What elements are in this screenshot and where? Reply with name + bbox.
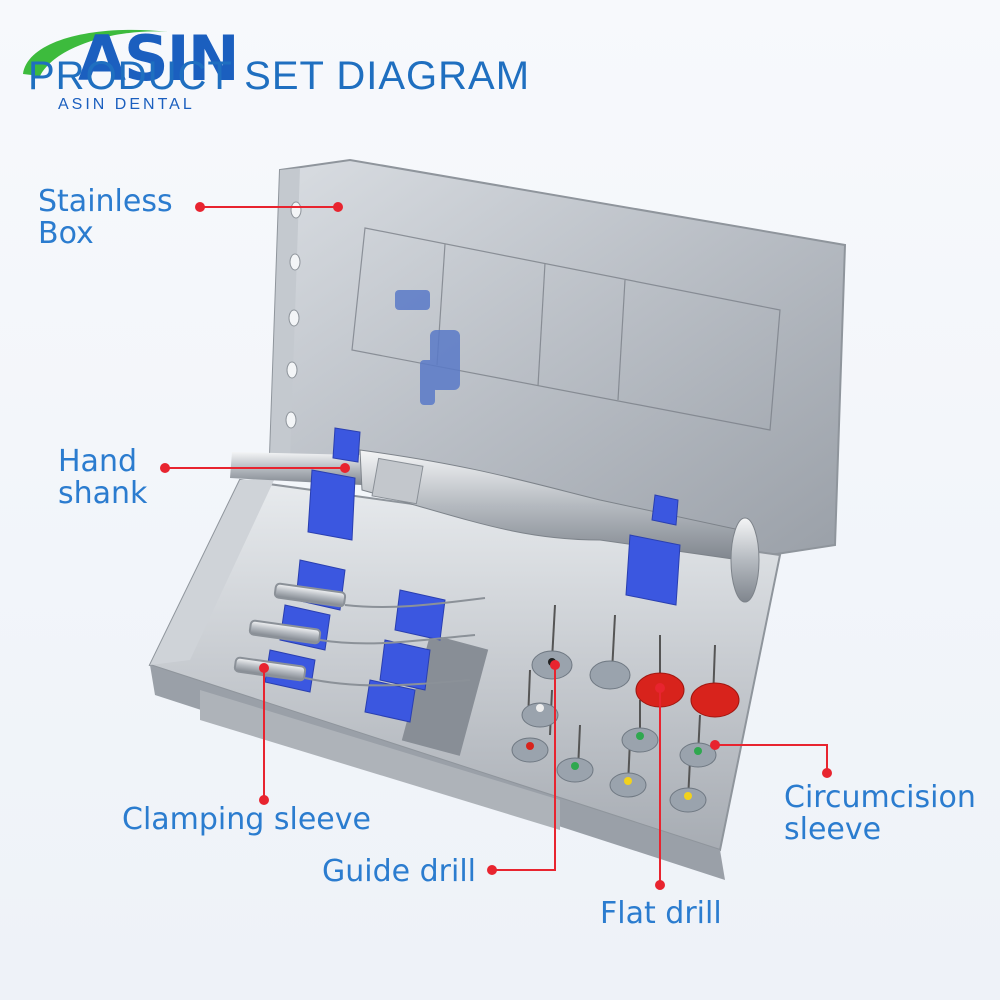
- logo-subtitle: ASIN DENTAL: [58, 96, 195, 113]
- label-circumcision-sleeve-line2: sleeve: [784, 812, 882, 847]
- label-clamping-sleeve: Clamping sleeve: [122, 802, 371, 837]
- brand-logo: ASIN ASIN DENTAL: [18, 14, 240, 124]
- drill-set: [511, 604, 740, 813]
- clamping-sleeves: [233, 582, 486, 687]
- label-flat-drill: Flat drill: [600, 896, 722, 931]
- label-circumcision-sleeve: Circumcision sleeve: [784, 782, 976, 846]
- label-stainless-box-line1: Stainless: [38, 184, 173, 219]
- label-stainless-box-line2: Box: [38, 216, 94, 251]
- label-hand-shank-line1: Hand: [58, 444, 137, 479]
- label-hand-shank: Hand shank: [58, 446, 147, 510]
- logo-swoosh-icon: [23, 29, 168, 76]
- page-title: PRODUCT SET DIAGRAM: [28, 54, 531, 98]
- label-hand-shank-line2: shank: [58, 476, 148, 511]
- logo-wordmark: ASIN: [78, 22, 240, 95]
- pointer-lines: [165, 206, 828, 885]
- label-circumcision-sleeve-line1: Circumcision: [784, 780, 976, 815]
- label-guide-drill: Guide drill: [322, 854, 477, 889]
- pointer-dots: [160, 202, 832, 890]
- label-stainless-box: Stainless Box: [38, 186, 173, 250]
